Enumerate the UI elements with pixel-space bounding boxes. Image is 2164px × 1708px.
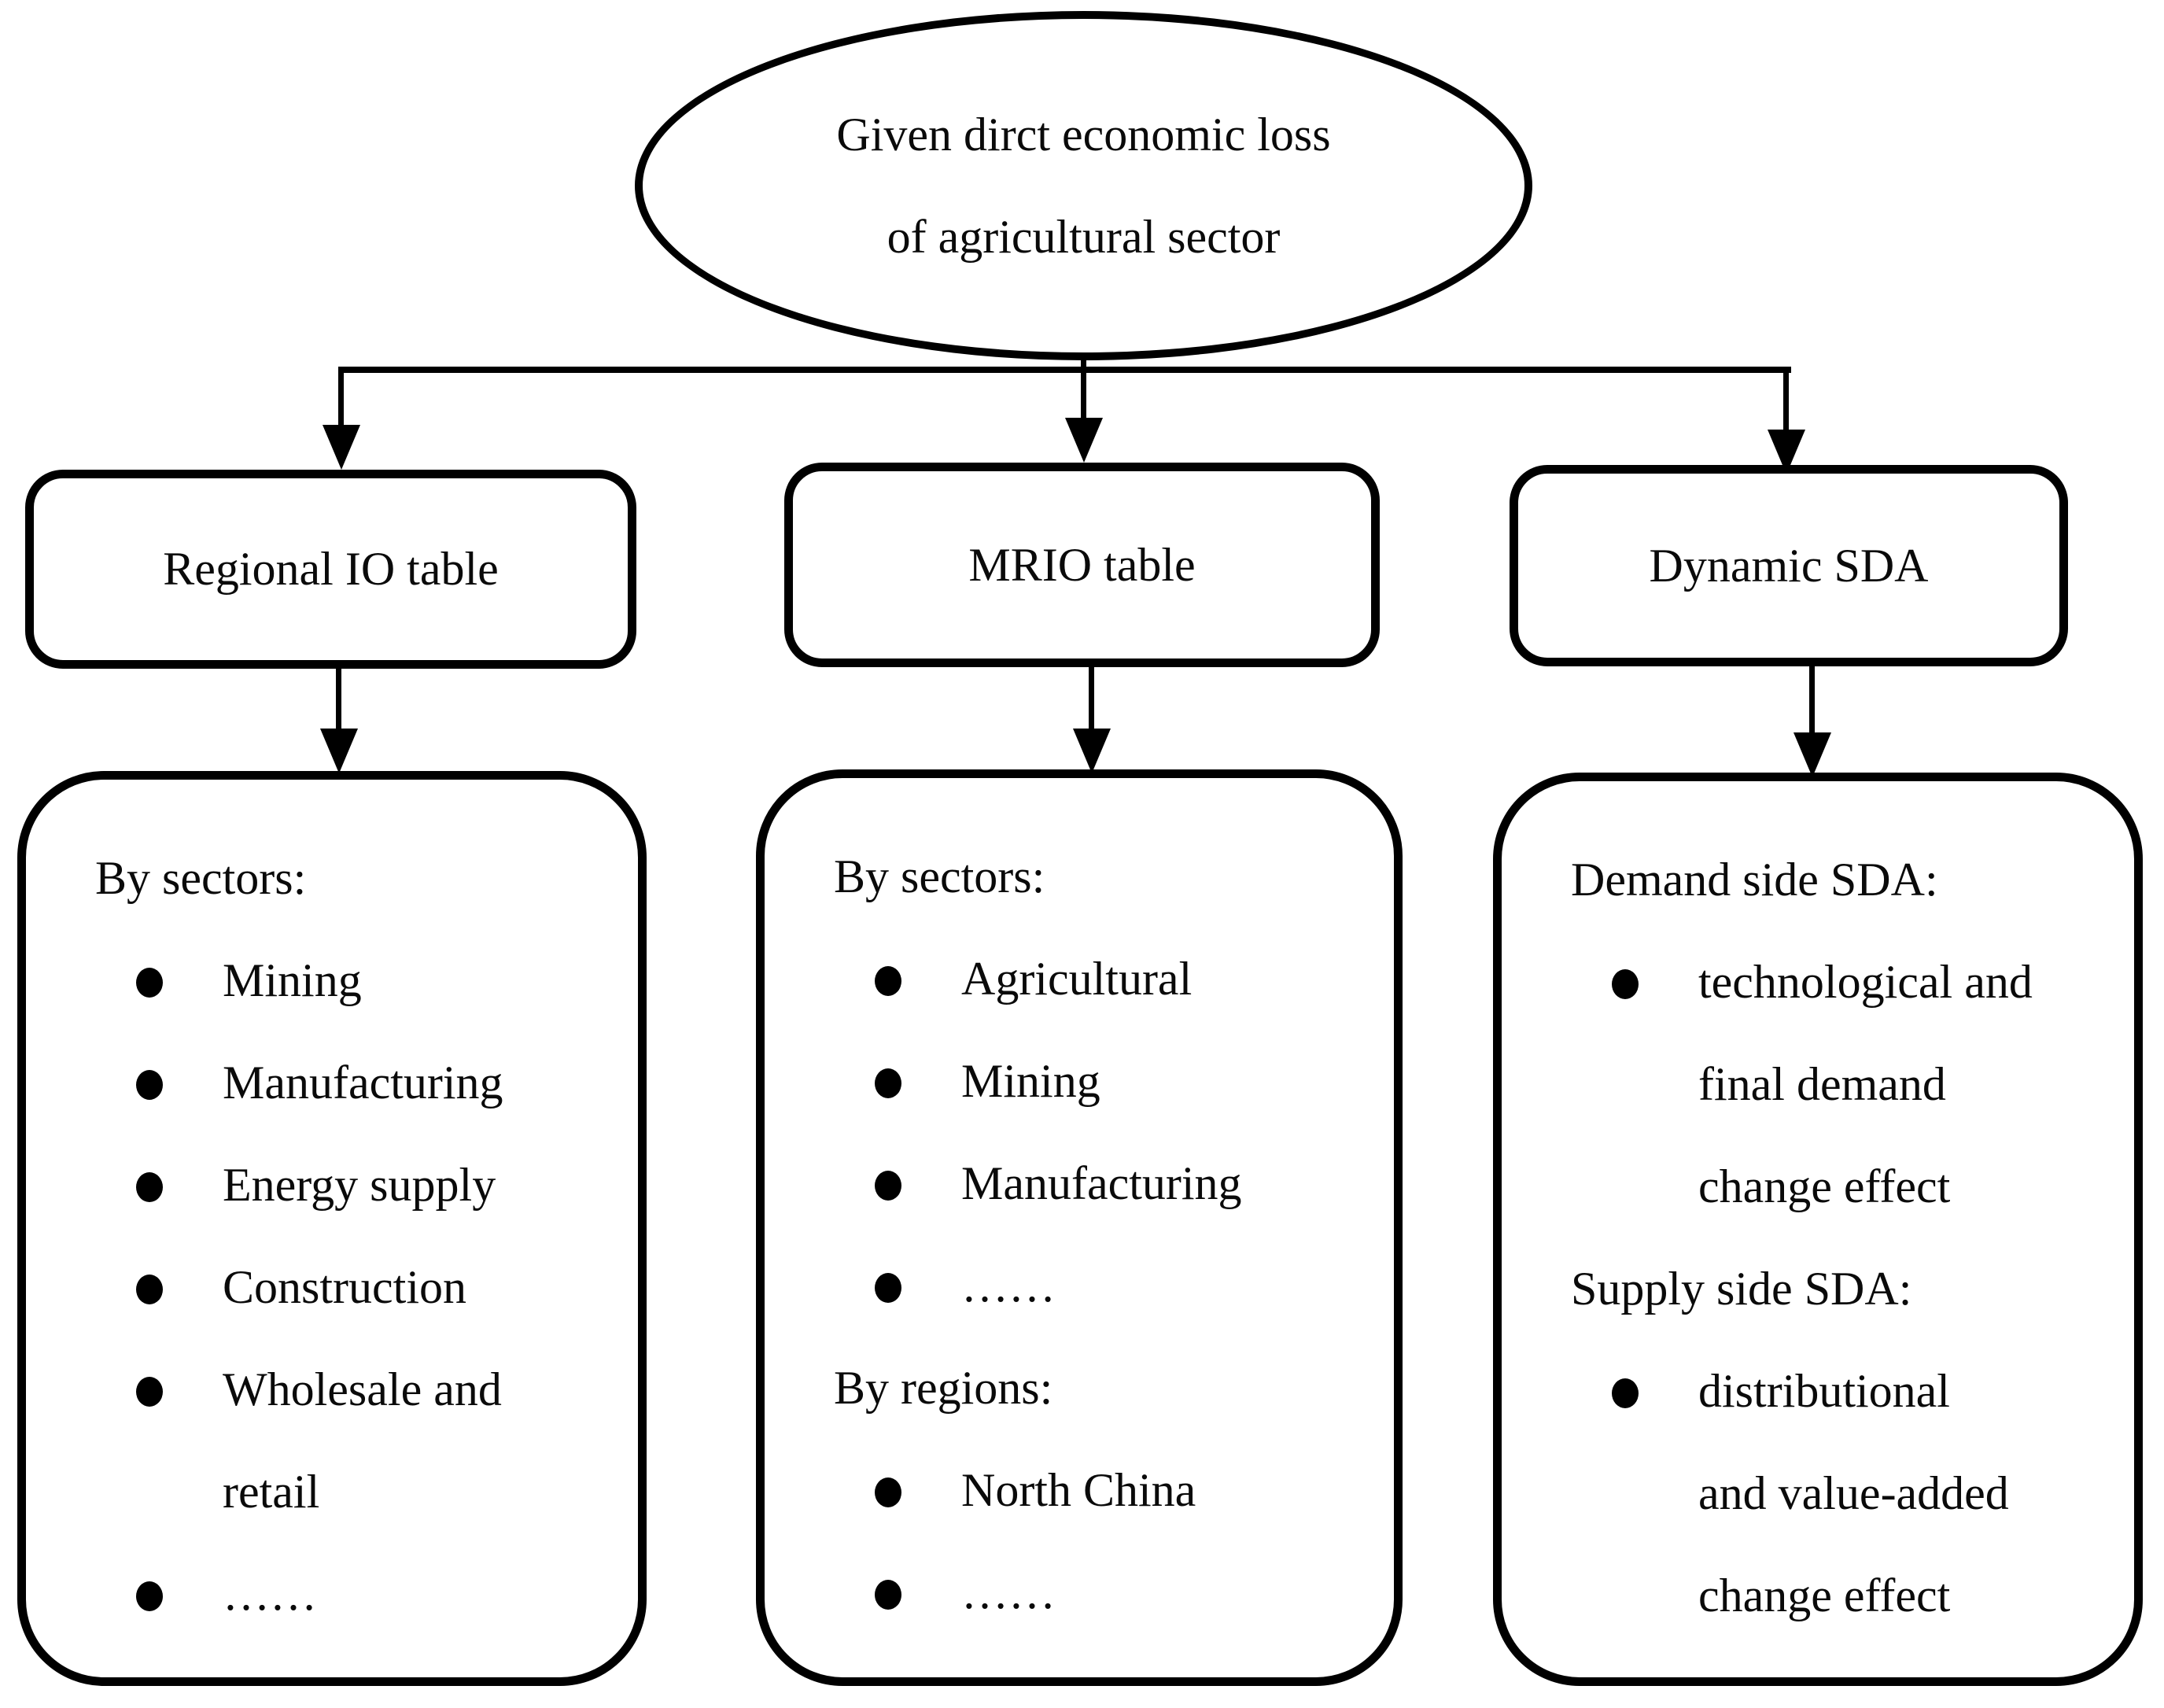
list-item-text: Mining — [961, 1055, 1100, 1107]
list-item: Wholesale and — [26, 1338, 638, 1441]
section-header-text: Supply side SDA: — [1571, 1263, 1912, 1315]
list-item: …… — [765, 1541, 1394, 1643]
arrow-down-icon — [320, 729, 358, 773]
root-node-text-line1: Given dirct economic loss — [836, 109, 1331, 160]
detail-box-regional-io: By sectors: Mining Manufacturing Energy … — [17, 771, 647, 1686]
section-header-text: By regions: — [834, 1362, 1053, 1414]
list-item-text: Agricultural — [961, 953, 1193, 1005]
list-item-text: North China — [961, 1464, 1196, 1516]
section-header: By sectors: — [765, 825, 1394, 928]
connector-middle-drop — [1081, 367, 1086, 419]
connector-right-detail — [1809, 665, 1815, 734]
list-item: technological and — [1502, 931, 2134, 1033]
bullet-icon — [875, 1273, 901, 1303]
branch-label: Dynamic SDA — [1649, 539, 1929, 592]
branch-box-mrio-table: MRIO table — [784, 463, 1380, 667]
list-item-text: change effect — [1698, 1570, 1951, 1621]
list-item-text: distributional — [1698, 1365, 1950, 1417]
connector-root-stub — [1081, 354, 1086, 374]
list-item-text: Construction — [223, 1261, 466, 1313]
detail-box-dynamic-sda: Demand side SDA: technological and final… — [1493, 773, 2143, 1686]
list-item-text: final demand — [1698, 1058, 1946, 1110]
branch-box-regional-io-table: Regional IO table — [25, 470, 636, 669]
list-item-text: technological and — [1698, 956, 2033, 1008]
connector-left-detail — [336, 667, 341, 730]
connector-left-drop — [338, 367, 344, 426]
detail-box-mrio: By sectors: Agricultural Mining Manufact… — [756, 769, 1403, 1686]
arrow-down-icon — [1065, 418, 1103, 463]
bullet-icon — [875, 1580, 901, 1610]
list-item: …… — [26, 1543, 638, 1645]
list-item: Construction — [26, 1236, 638, 1338]
section-header: Demand side SDA: — [1502, 828, 2134, 931]
list-item-text: Wholesale and — [223, 1363, 502, 1415]
list-item-text: Energy supply — [223, 1159, 496, 1211]
list-item-text: Manufacturing — [223, 1057, 503, 1109]
list-item-text: Manufacturing — [961, 1157, 1242, 1209]
section-header-text: By sectors: — [95, 852, 307, 904]
list-item-text: retail — [223, 1466, 320, 1518]
list-item-text: …… — [223, 1568, 317, 1620]
list-item: Manufacturing — [26, 1031, 638, 1134]
connector-right-drop — [1783, 367, 1789, 431]
list-item-text: Mining — [223, 954, 362, 1006]
list-item-continuation: retail — [26, 1441, 638, 1543]
section-header: By sectors: — [26, 827, 638, 929]
section-header-text: By sectors: — [834, 850, 1045, 902]
list-item: Agricultural — [765, 928, 1394, 1030]
list-item-continuation: change effect — [1502, 1135, 2134, 1238]
list-item: Mining — [765, 1030, 1394, 1132]
bullet-icon — [1612, 969, 1639, 999]
arrow-down-icon — [323, 425, 360, 470]
bullet-icon — [875, 1171, 901, 1201]
root-node-text-line2: of agricultural sector — [887, 211, 1281, 263]
list-item-text: and value-added — [1698, 1467, 2009, 1519]
connector-middle-detail — [1089, 666, 1094, 730]
arrow-down-icon — [1073, 729, 1111, 773]
bullet-icon — [136, 1172, 163, 1202]
list-item-continuation: change effect — [1502, 1544, 2134, 1647]
bullet-icon — [875, 1068, 901, 1098]
list-item: distributional — [1502, 1340, 2134, 1442]
bullet-icon — [136, 968, 163, 998]
bullet-icon — [875, 966, 901, 996]
arrow-down-icon — [1794, 732, 1831, 777]
list-item-continuation: final demand — [1502, 1033, 2134, 1135]
list-item: …… — [765, 1234, 1394, 1337]
bullet-icon — [875, 1477, 901, 1507]
connector-bus-line — [338, 367, 1791, 373]
list-item: North China — [765, 1439, 1394, 1541]
bullet-icon — [136, 1275, 163, 1304]
section-header-text: Demand side SDA: — [1571, 854, 1938, 906]
section-header: By regions: — [765, 1337, 1394, 1439]
bullet-icon — [1612, 1378, 1639, 1408]
root-node-ellipse: Given dirct economic loss of agricultura… — [635, 11, 1532, 360]
list-item-text: …… — [961, 1566, 1056, 1618]
list-item: Mining — [26, 929, 638, 1031]
branch-label: MRIO table — [968, 538, 1196, 591]
bullet-icon — [136, 1377, 163, 1407]
list-item-text: …… — [961, 1260, 1056, 1311]
list-item-text: change effect — [1698, 1160, 1951, 1212]
bullet-icon — [136, 1070, 163, 1100]
list-item-continuation: and value-added — [1502, 1442, 2134, 1544]
branch-box-dynamic-sda: Dynamic SDA — [1510, 465, 2068, 666]
branch-label: Regional IO table — [163, 543, 499, 595]
section-header: Supply side SDA: — [1502, 1238, 2134, 1340]
list-item: Energy supply — [26, 1134, 638, 1236]
list-item: Manufacturing — [765, 1132, 1394, 1234]
bullet-icon — [136, 1581, 163, 1611]
